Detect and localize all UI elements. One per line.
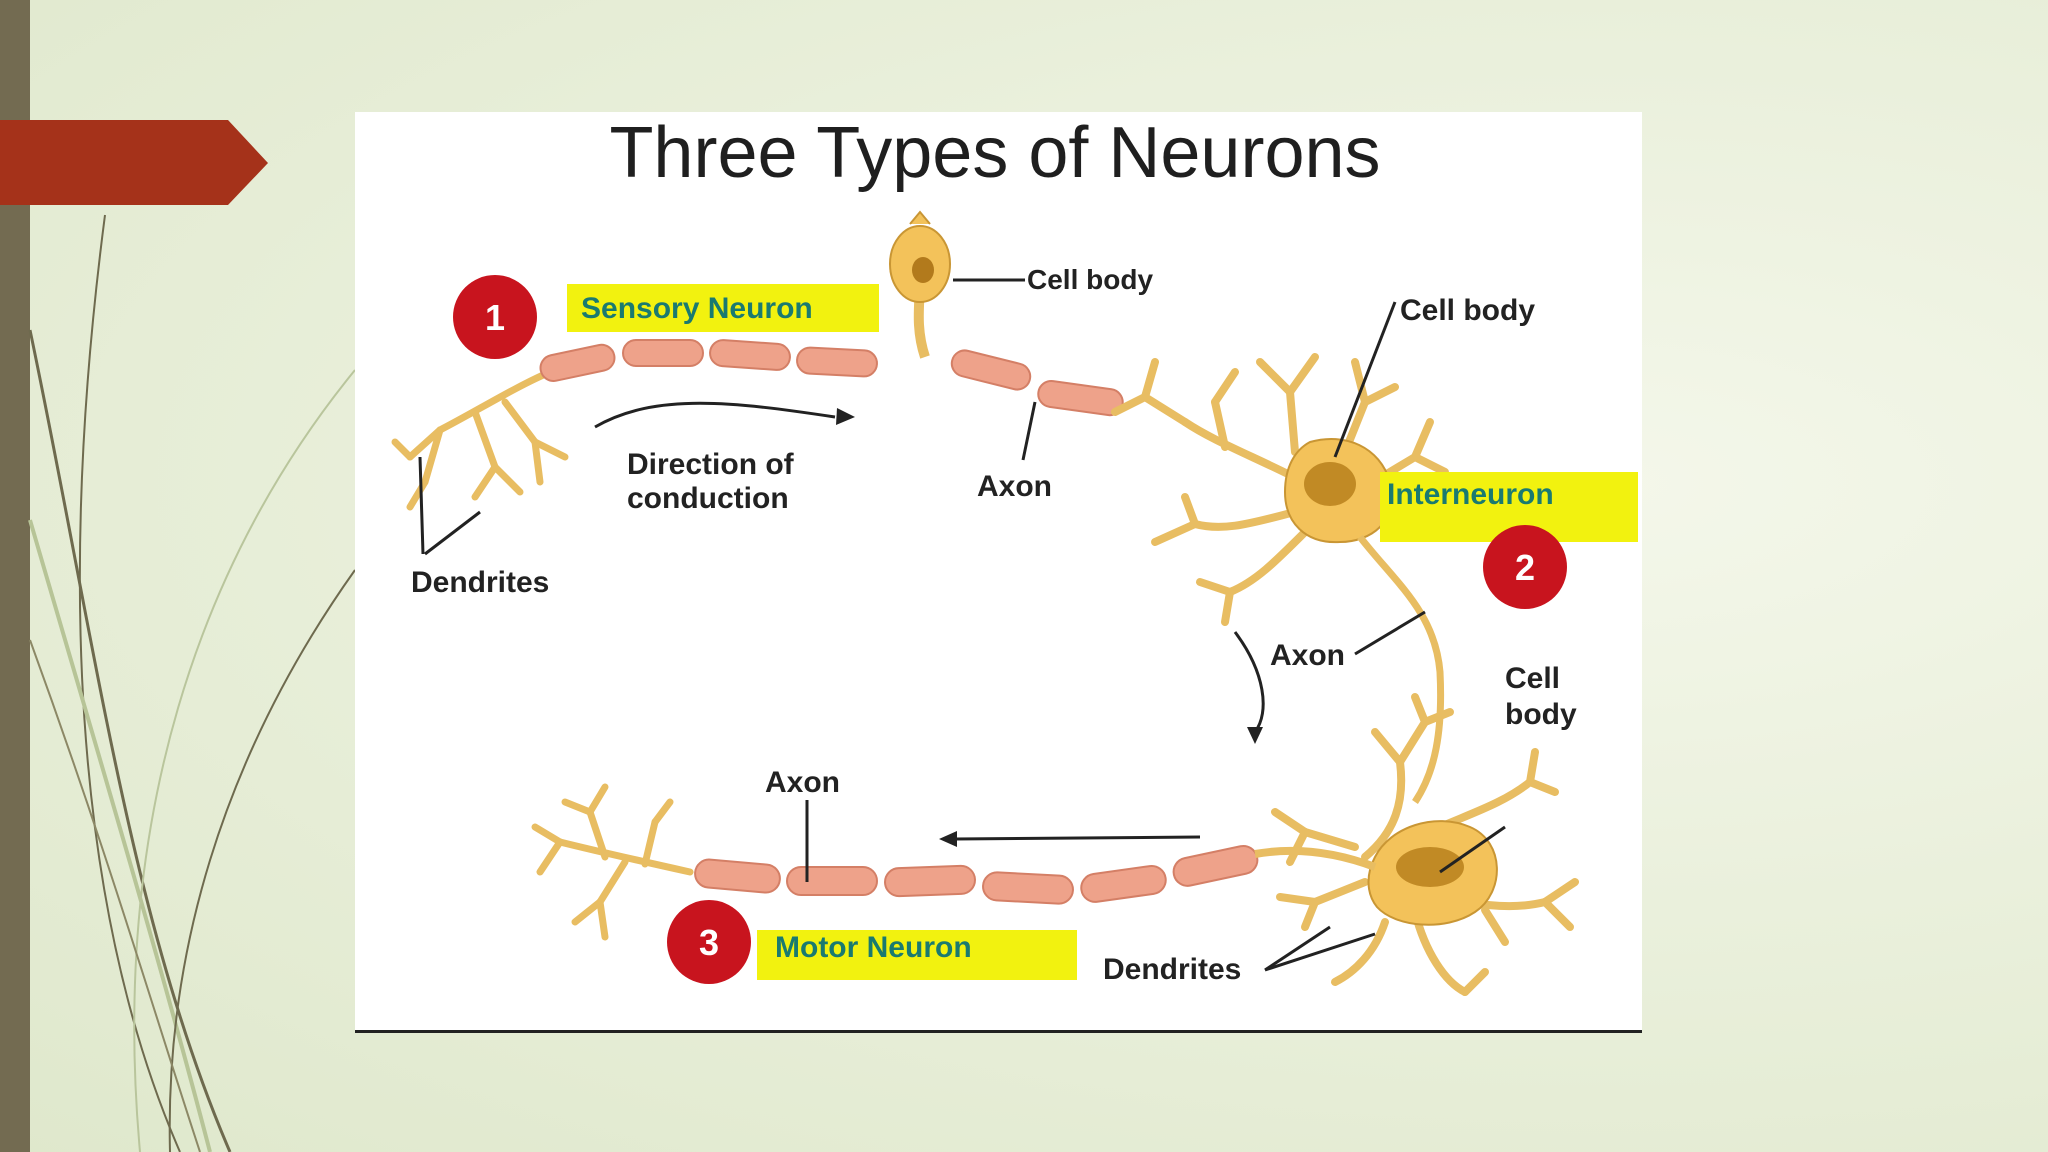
sensory-label-highlight	[567, 284, 879, 332]
motor-label-highlight	[757, 930, 1077, 980]
sensory-neuron-label: Sensory Neuron	[581, 292, 813, 325]
motor-axon-label: Axon	[765, 766, 840, 799]
sensory-axon-myelin	[539, 339, 1124, 417]
conduction-arrow-right	[1233, 631, 1265, 733]
motor-dendrites-leader	[1264, 932, 1376, 972]
interneuron-axon-leader	[1354, 610, 1426, 656]
interneuron-axon-label: Axon	[1270, 639, 1345, 672]
motor-neuron-label: Motor Neuron	[775, 931, 972, 964]
motor-dendrites-label: Dendrites	[1103, 953, 1241, 986]
badge-1-number: 1	[485, 297, 505, 338]
conduction-arrow-top	[594, 401, 836, 429]
deco-curve	[168, 569, 356, 1152]
neuron-diagram: Three Types of Neurons	[391, 113, 1638, 996]
sensory-cell-tip	[909, 210, 931, 225]
deco-curve	[133, 369, 356, 1152]
neuron-types-figure: Three Types of Neurons	[355, 112, 1642, 1033]
sensory-dendrites	[391, 368, 569, 511]
badge-2	[1483, 525, 1567, 609]
badge-3-number: 3	[699, 922, 719, 963]
motor-axon-link	[1254, 846, 1377, 871]
direction-label-line2: conduction	[627, 482, 789, 515]
sensory-cell-body-label: Cell body	[1027, 264, 1153, 295]
figure-title: Three Types of Neurons	[609, 113, 1380, 193]
badge-1	[453, 275, 537, 359]
sensory-neuron: Cell body Sensory Neuron 1 Direction of …	[391, 210, 1153, 599]
conduction-arrow-head-top	[836, 408, 855, 425]
sensory-axon-label: Axon	[977, 470, 1052, 503]
motor-cell-body-label-line1: Cell	[1505, 662, 1560, 695]
conduction-arrow-head-right	[1247, 727, 1263, 744]
sensory-dendrites-label: Dendrites	[411, 566, 549, 599]
motor-axon-terminals	[531, 783, 694, 941]
interneuron: Cell body Interneuron 2 Axon	[1111, 294, 1638, 804]
motor-cell-body-leader	[1439, 825, 1506, 874]
motor-cell-body-label-line2: body	[1505, 698, 1577, 731]
sensory-axon-leader	[1021, 401, 1037, 461]
motor-axon-myelin	[694, 844, 1259, 905]
deco-curve	[29, 639, 201, 1152]
motor-neuron: Cell body	[531, 662, 1579, 996]
conduction-arrow-bottom	[954, 835, 1201, 841]
direction-label-line1: Direction of	[627, 448, 795, 481]
badge-3	[667, 900, 751, 984]
motor-dendrites-leader	[1264, 925, 1331, 972]
sensory-dendrites-leader	[418, 456, 425, 555]
conduction-arrow-head-bottom	[939, 831, 957, 847]
sensory-dendrites-leader	[424, 510, 481, 556]
interneuron-cell-body-label: Cell body	[1400, 294, 1535, 327]
interneuron-nucleus	[1304, 462, 1356, 506]
interneuron-label: Interneuron	[1387, 478, 1554, 511]
deco-curve	[28, 519, 212, 1152]
deco-curve	[28, 329, 232, 1152]
badge-2-number: 2	[1515, 547, 1535, 588]
deco-curve	[78, 214, 181, 1152]
accent-arrow	[0, 120, 268, 205]
interneuron-axon	[1357, 534, 1445, 804]
motor-nucleus	[1396, 847, 1464, 887]
sensory-nucleus	[912, 257, 934, 283]
interneuron-cell-body-leader	[1333, 301, 1397, 458]
